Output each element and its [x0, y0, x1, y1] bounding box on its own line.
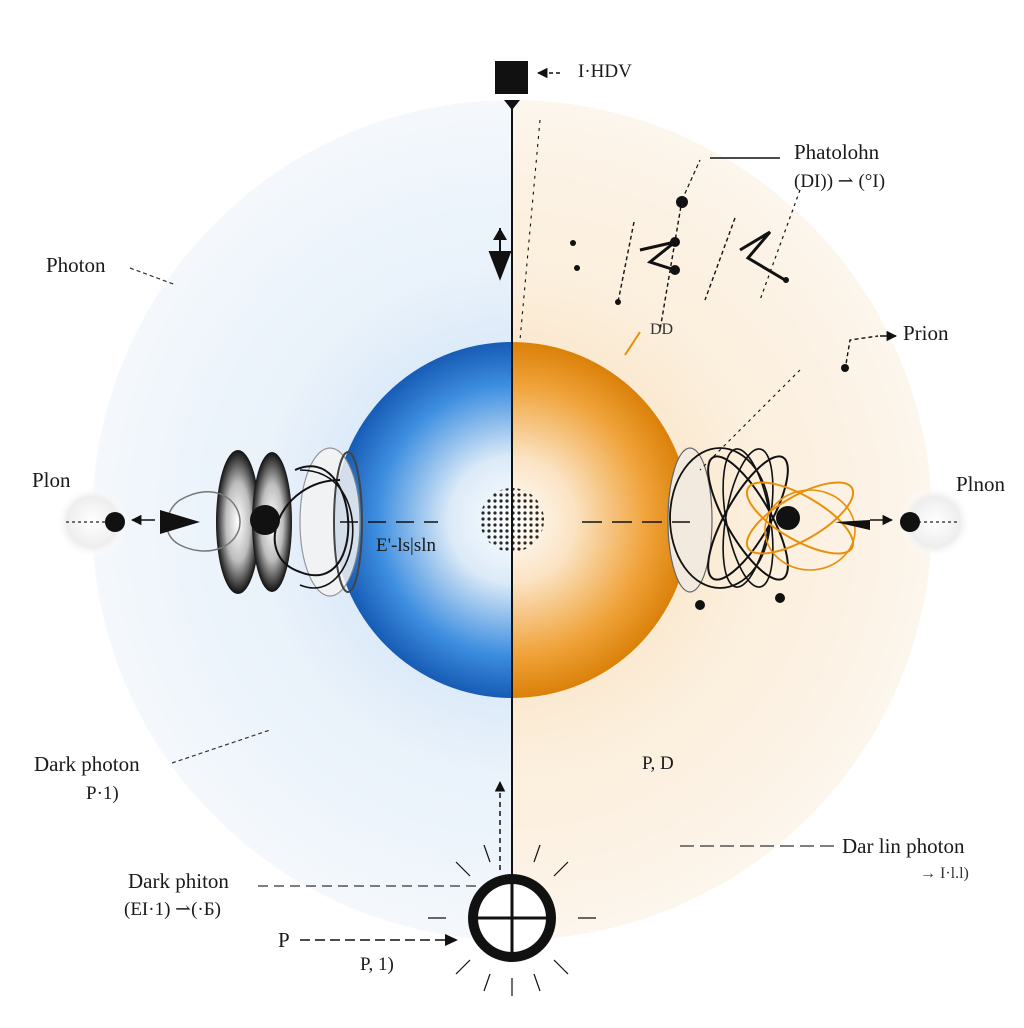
label-small-dd: DD — [650, 321, 674, 338]
label-photon-left: Photon — [46, 253, 106, 277]
label-plnon-right: Plnon — [956, 472, 1006, 496]
label-photolohn: Phatolohn — [794, 140, 880, 164]
label-center: E'-ls|sln — [376, 535, 437, 556]
source-square-icon — [495, 61, 528, 94]
label-top-source: I·HDV — [578, 61, 632, 82]
left-nucleus — [250, 505, 280, 535]
left-emitter — [160, 447, 438, 597]
label-dar-lin-photon: Dar lin photon — [842, 834, 965, 858]
right-plnon-particle — [870, 486, 971, 558]
right-nucleus — [776, 506, 800, 530]
trajectory-cluster — [519, 119, 879, 471]
label-plon-left: Plon — [32, 468, 71, 492]
label-p-arrow: P — [278, 928, 290, 952]
label-dar-lin-sub: → I·l.l) — [920, 865, 969, 882]
label-dark-photon-left-sub: P·1) — [86, 783, 119, 804]
label-dark-phiton-sub: (ЕI·1) ⇀(·Б) — [124, 899, 221, 920]
label-prion-right: Prion — [903, 321, 949, 345]
label-photolohn-sub: (DI)) ⇀ (°I) — [794, 171, 886, 192]
label-dark-photon-left: Dark photon — [34, 752, 140, 776]
leader-lines — [129, 267, 836, 941]
source-nozzle — [504, 100, 520, 110]
label-dark-phiton: Dark phiton — [128, 869, 229, 893]
trajectory-dots — [570, 196, 849, 372]
central-sphere — [334, 342, 690, 698]
right-emitter — [582, 447, 870, 610]
label-right-pd: P, D — [642, 753, 674, 774]
left-plon-particle — [56, 486, 155, 558]
label-p-bottom: P, 1) — [360, 954, 394, 975]
down-arrow-icon — [488, 228, 512, 281]
detector-crosshair-circle-icon — [428, 840, 596, 996]
